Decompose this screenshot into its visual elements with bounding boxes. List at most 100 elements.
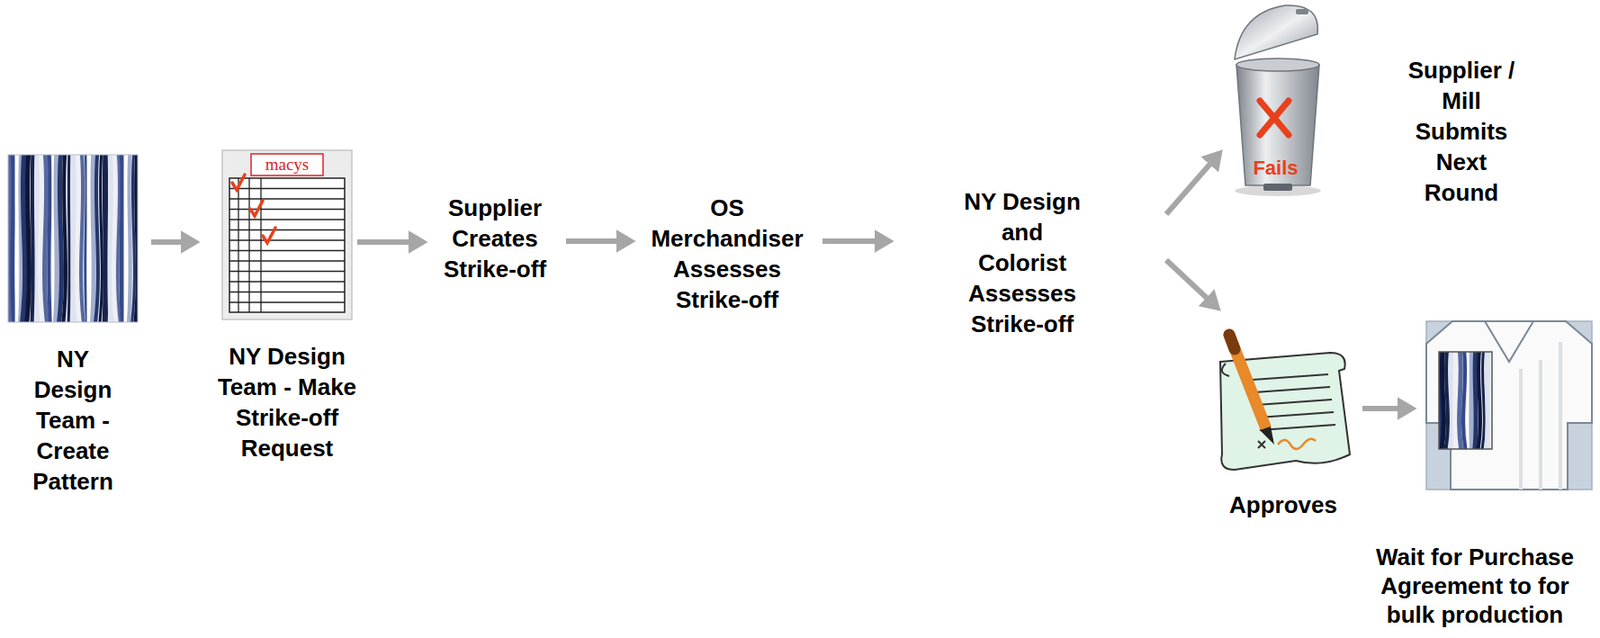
fabric-stripe	[1474, 351, 1476, 450]
can-pedal	[1263, 183, 1293, 191]
fabric-stripe	[91, 154, 94, 323]
fabric-stripe	[104, 154, 106, 323]
fabric-stripe	[80, 154, 84, 323]
check-mark	[250, 200, 263, 216]
checklist-row	[229, 208, 345, 210]
fabric-stripe	[12, 154, 15, 323]
fabric-stripe	[121, 154, 124, 323]
fabric-stripe	[55, 154, 58, 323]
checklist-row	[229, 218, 345, 220]
step-label: NY Design and Colorist Assesses Strike-o…	[959, 186, 1086, 340]
pen-nib	[1259, 426, 1275, 445]
fabric-stripe	[98, 154, 102, 323]
fabric-stripe	[1459, 351, 1463, 450]
fabric-stripe	[77, 154, 81, 323]
fabric-stripe	[62, 154, 66, 323]
side-note: Supplier / Mill Submits Next Round	[1402, 54, 1520, 208]
checklist-sheet	[222, 150, 352, 320]
fail-cross	[1259, 100, 1289, 135]
checklist-row	[229, 301, 345, 303]
pen-cap	[1229, 334, 1235, 350]
checklist-row	[229, 280, 345, 282]
signature	[1277, 439, 1316, 450]
pattern-card: NY Design Team - Create Pattern	[8, 154, 138, 497]
fabric-stripe	[109, 154, 111, 323]
process-step: OS Merchandiser Assesses Strike-off	[646, 192, 809, 315]
trash-can-rim	[1236, 58, 1320, 72]
checklist-column	[248, 178, 250, 313]
fabric-stripe	[95, 154, 99, 323]
check-mark	[232, 174, 245, 190]
flow-arrow	[357, 239, 413, 245]
checklist-row	[229, 239, 345, 241]
flow-arrow	[566, 238, 621, 244]
flow-arrow	[1362, 405, 1402, 412]
flow-arrow	[1166, 161, 1213, 215]
checklist-row	[229, 188, 345, 189]
flow-arrow	[822, 238, 879, 244]
shirt-body	[1426, 321, 1592, 490]
checklist-table	[229, 178, 345, 313]
checklist-rows	[229, 188, 345, 304]
checklist-column	[237, 178, 239, 313]
step-label: OS Merchandiser Assesses Strike-off	[646, 192, 809, 315]
flow-arrow	[1166, 260, 1210, 301]
fabric-stripe	[58, 154, 62, 323]
fabric-stripe	[68, 154, 70, 323]
checklist-row	[229, 197, 345, 199]
patch-frame	[1438, 351, 1493, 450]
fabric-stripe	[1481, 351, 1484, 450]
flow-arrow	[151, 239, 185, 245]
pen-barrel	[1229, 334, 1266, 427]
fabric-stripe	[1450, 351, 1453, 450]
fabric-stripe	[1477, 351, 1481, 450]
fabric-stripe	[48, 154, 51, 323]
fabric-stripe	[1445, 351, 1448, 450]
checklist-column	[260, 178, 261, 313]
pattern-frame	[8, 154, 138, 323]
fabric-stripe	[26, 154, 29, 323]
fabric-stripe	[1440, 351, 1444, 450]
shirt-stripes	[1520, 341, 1561, 490]
fabric-stripe	[36, 154, 38, 323]
fabric-stripe	[131, 154, 135, 323]
fabric-stripe	[18, 154, 21, 323]
fabric-stripe	[113, 154, 117, 323]
process-step: Supplier Creates Strike-off	[431, 192, 558, 285]
checklist-row	[229, 270, 345, 272]
checklist-row	[229, 291, 345, 293]
shirt-panel	[1426, 321, 1592, 490]
fail-cross	[1259, 100, 1289, 135]
scroll-curl	[1222, 363, 1230, 377]
checklist-row	[229, 260, 345, 261]
trash-can-lid	[1234, 5, 1318, 60]
fabric-stripe	[14, 154, 18, 323]
step-label: NY Design Team - Make Strike-off Request	[210, 341, 364, 464]
step-label: NY Design Team - Create Pattern	[22, 343, 124, 497]
step-label: Fails	[1224, 156, 1327, 180]
trash-can: Fails	[1224, 1, 1327, 199]
fabric-stripe	[1486, 351, 1489, 450]
patch-stripes	[1438, 351, 1493, 450]
garment-card: Wait for Purchase Agreement to for bulk …	[1371, 321, 1592, 630]
fabric-stripe	[1463, 351, 1466, 450]
step-label: Approves	[1209, 489, 1358, 521]
fabric-stripe	[40, 154, 44, 323]
process-step: NY Design and Colorist Assesses Strike-o…	[959, 186, 1086, 340]
logo-frame	[251, 153, 324, 176]
fabric-stripe	[72, 154, 74, 323]
checklist-row	[229, 229, 345, 231]
step-label: Wait for Purchase Agreement to for bulk …	[1371, 542, 1579, 630]
lid-handle	[1295, 8, 1309, 15]
request-card: macys NY Design Team - Make Strike-off Re…	[210, 150, 364, 464]
sign-mark	[1258, 440, 1266, 449]
fabric-stripe	[22, 154, 26, 323]
logo-text: macys	[251, 153, 323, 176]
checklist-row	[229, 250, 345, 252]
fabric-stripe	[128, 154, 131, 323]
check-mark	[262, 227, 276, 243]
pattern-stripes	[8, 154, 138, 323]
